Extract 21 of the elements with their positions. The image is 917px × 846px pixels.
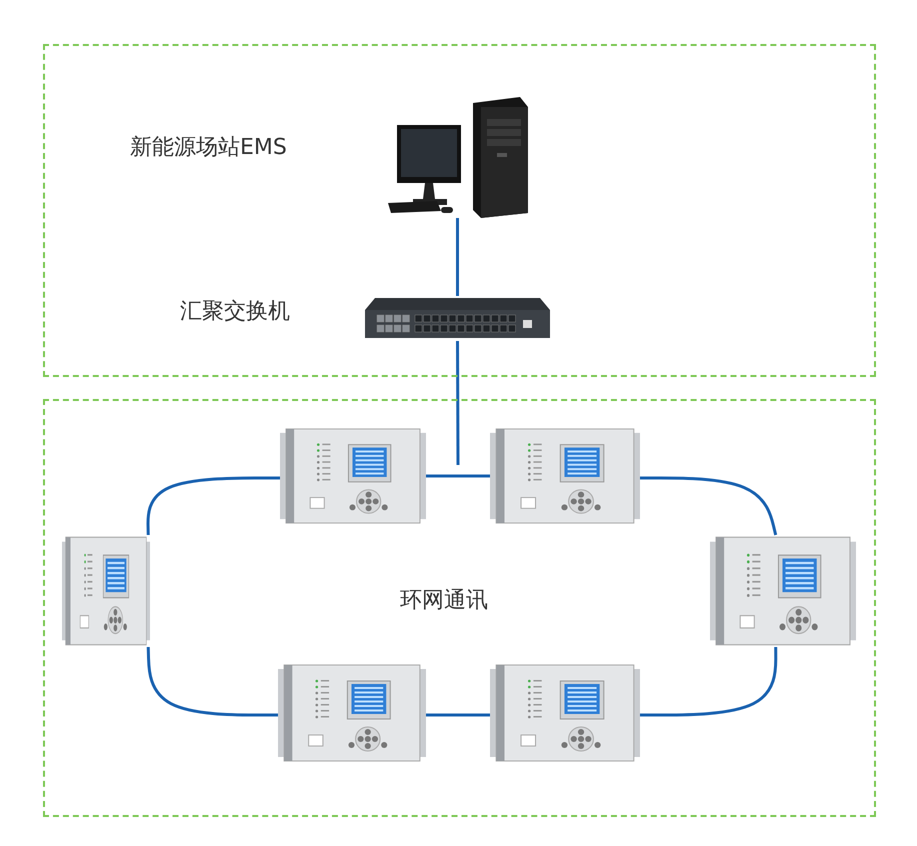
- ring-network-label: 新能源场站EMS: [130, 134, 287, 162]
- group-frame: [43, 399, 876, 817]
- network-cable: [640, 647, 778, 716]
- network-cable: [146, 646, 278, 716]
- network-cable: [426, 714, 490, 716]
- ring-network-label: 环网通讯: [400, 587, 488, 615]
- protection-device-drawing: [62, 535, 150, 647]
- network-cable: [426, 474, 490, 478]
- protection-device-drawing: [490, 427, 640, 525]
- protection-device-drawing: [490, 663, 640, 763]
- protection-device-drawing: [278, 663, 426, 763]
- protection-device-drawing: [710, 535, 856, 647]
- network-cable: [456, 341, 460, 465]
- network-cable: [146, 476, 280, 536]
- computer-drawing: [385, 95, 530, 218]
- network-cable: [456, 218, 459, 296]
- group-frame: [43, 44, 876, 377]
- network-switch-drawing: [365, 296, 550, 341]
- network-cable: [640, 476, 778, 536]
- protection-device-drawing: [280, 427, 426, 525]
- device-caption: 汇聚交换机: [180, 298, 290, 326]
